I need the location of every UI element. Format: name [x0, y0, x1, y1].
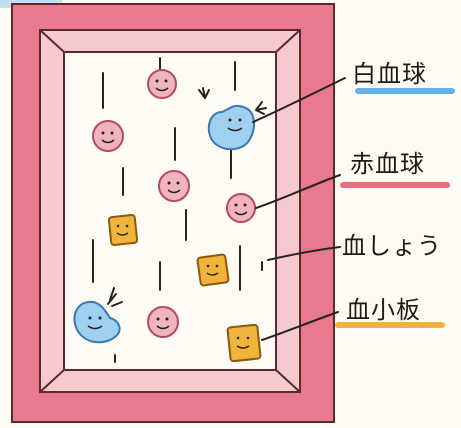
white-blood-cell: [73, 287, 123, 344]
red-blood-cell: [147, 306, 179, 338]
leader-plasma: [267, 246, 341, 261]
label-white-blood-cell: 白血球: [352, 60, 427, 88]
label-platelet: 血小板: [346, 296, 421, 324]
platelet: [196, 253, 230, 287]
white-blood-cell: [198, 87, 267, 151]
platelet-underline: [335, 322, 445, 328]
platelet: [226, 323, 262, 363]
rbc-underline: [340, 182, 450, 188]
red-blood-cell: [158, 170, 190, 202]
red-blood-cells: [92, 69, 256, 338]
white-blood-cells: [73, 87, 267, 344]
red-blood-cell: [92, 120, 124, 152]
plasma-strokes: [92, 57, 263, 363]
wbc-underline: [355, 88, 455, 94]
red-blood-cell: [226, 193, 256, 223]
leader-wbc: [252, 77, 346, 123]
leader-platelet: [261, 311, 339, 341]
platelet: [107, 214, 139, 246]
platelets: [107, 214, 262, 363]
leader-rbc: [255, 174, 341, 209]
leader-lines: [252, 77, 346, 341]
label-plasma: 血しょう: [342, 232, 442, 260]
label-red-blood-cell: 赤血球: [350, 150, 425, 178]
red-blood-cell: [147, 69, 177, 99]
